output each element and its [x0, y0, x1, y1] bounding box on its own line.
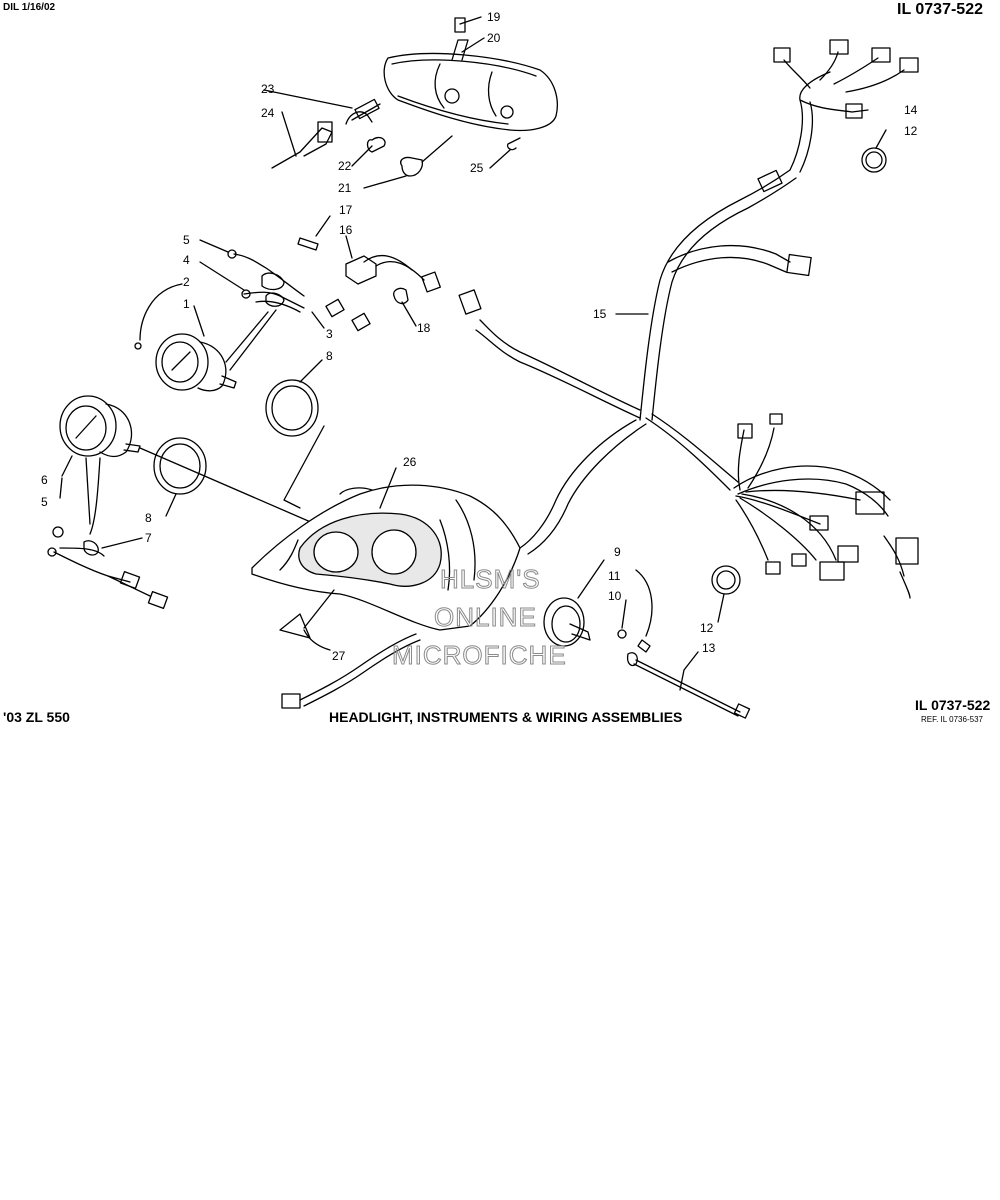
illustration-number-bottom: IL 0737-522	[915, 697, 991, 713]
callout-12-lower: 12	[700, 621, 714, 635]
speed-sensor-icon	[543, 597, 751, 719]
watermark-line-1: HLSM'S	[440, 564, 541, 594]
watermark-line-3: MICROFICHE	[392, 640, 567, 670]
callout-19: 19	[487, 10, 501, 24]
callout-14: 14	[904, 103, 918, 117]
callout-16: 16	[339, 223, 353, 237]
callout-12-upper: 12	[904, 124, 918, 138]
hood-connector-icon	[281, 633, 421, 709]
callout-2: 2	[183, 275, 190, 289]
gauge-harness-icon	[227, 249, 371, 332]
watermark-line-2: ONLINE	[434, 602, 537, 632]
callout-1: 1	[183, 297, 190, 311]
date-code: DIL 1/16/02	[3, 2, 56, 13]
callout-20: 20	[487, 31, 501, 45]
callout-7: 7	[145, 531, 152, 545]
bezel-ring-icon	[265, 379, 319, 437]
callout-6: 6	[41, 473, 48, 487]
speedometer-gauge-icon	[59, 395, 141, 458]
diagram-title: HEADLIGHT, INSTRUMENTS & WIRING ASSEMBLI…	[329, 709, 683, 725]
callout-15: 15	[593, 307, 607, 321]
callout-24: 24	[261, 106, 275, 120]
callout-25: 25	[470, 161, 484, 175]
bezel-ring-icon-lower	[153, 437, 207, 495]
speedometer-harness-icon	[47, 526, 169, 610]
callout-22: 22	[338, 159, 352, 173]
reference-number: REF. IL 0736-537	[921, 715, 983, 724]
wiring-harness-icon	[475, 39, 919, 599]
callout-3: 3	[326, 327, 333, 341]
tachometer-gauge-icon	[134, 333, 237, 392]
parts-diagram: 19 20 23 24 22 21 25 17 16 18 5 4 2 1 3 …	[41, 10, 919, 719]
mounting-bracket-icon	[297, 237, 482, 315]
callout-5-lower: 5	[41, 495, 48, 509]
callout-4: 4	[183, 253, 190, 267]
callout-23: 23	[261, 82, 275, 96]
callout-8-upper: 8	[326, 349, 333, 363]
callout-21: 21	[338, 181, 352, 195]
callout-9: 9	[614, 545, 621, 559]
model-label: '03 ZL 550	[3, 709, 70, 725]
clamp-icon-lower	[711, 565, 741, 595]
callout-11: 11	[608, 569, 621, 583]
illustration-number-top: IL 0737-522	[897, 1, 983, 18]
headlight-assembly-icon	[271, 17, 558, 177]
watermark: HLSM'S ONLINE MICROFICHE	[392, 564, 567, 671]
callout-17: 17	[339, 203, 353, 217]
callout-5-upper: 5	[183, 233, 190, 247]
callout-10: 10	[608, 589, 622, 603]
clamp-icon	[861, 147, 887, 173]
instrument-panel-hood-icon	[251, 484, 521, 639]
callout-8-lower: 8	[145, 511, 152, 525]
callout-numbers: 19 20 23 24 22 21 25 17 16 18 5 4 2 1 3 …	[41, 10, 918, 663]
callout-27: 27	[332, 649, 346, 663]
callout-13: 13	[702, 641, 716, 655]
callout-26: 26	[403, 455, 417, 469]
callout-18: 18	[417, 321, 431, 335]
